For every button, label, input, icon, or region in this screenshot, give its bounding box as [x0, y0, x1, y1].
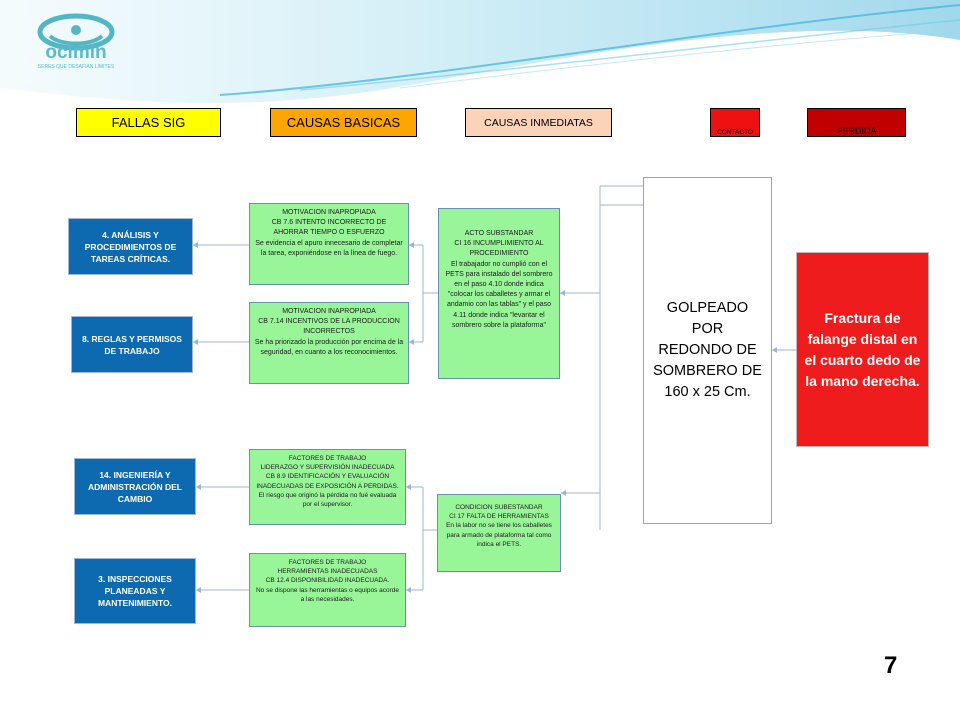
falla-sig-box: 14. INGENIERÍA Y ADMINISTRACIÓN DEL CAMB…: [74, 458, 196, 515]
header-fallas-sig: FALLAS SIG: [76, 108, 221, 137]
causa-basica-box: FACTORES DE TRABAJO HERRAMIENTAS INADECU…: [249, 553, 406, 627]
falla-sig-box: 3. INSPECCIONES PLANEADAS Y MANTENIMIENT…: [74, 558, 196, 624]
ocimin-logo: ocimin SERES QUE DESAFIAN LIMITES: [37, 13, 115, 70]
logo-tagline: SERES QUE DESAFIAN LIMITES: [38, 64, 115, 70]
causa-inmediata-box: CONDICION SUBESTANDAR CI 17 FALTA DE HER…: [437, 494, 561, 572]
falla-sig-box: 8. REGLAS Y PERMISOS DE TRABAJO: [71, 316, 193, 373]
header-contacto: CONTACTO: [710, 108, 760, 137]
causa-basica-box: MOTIVACION INAPROPIADA CB 7.14 INCENTIVO…: [249, 302, 409, 384]
header-causas-basicas: CAUSAS BASICAS: [270, 108, 417, 137]
perdida-box: Fractura de falange distal en el cuarto …: [796, 252, 929, 447]
falla-sig-box: 4. ANÁLISIS Y PROCEDIMIENTOS DE TAREAS C…: [68, 218, 193, 275]
causa-basica-box: MOTIVACION INAPROPIADA CB 7.6 INTENTO IN…: [249, 203, 409, 285]
causa-basica-box: FACTORES DE TRABAJO LIDERAZGO Y SUPERVIS…: [249, 449, 406, 525]
causa-inmediata-box: ACTO SUBSTANDAR CI 16 INCUMPLIMIENTO AL …: [438, 208, 560, 379]
header-perdida: PERDIDA: [807, 108, 906, 137]
contacto-event-box: GOLPEADO POR REDONDO DE SOMBRERO DE 160 …: [643, 177, 772, 524]
page-number: 7: [884, 652, 898, 679]
header-causas-inmediatas: CAUSAS INMEDIATAS: [465, 108, 612, 137]
logo-wordmark: ocimin: [45, 42, 106, 63]
